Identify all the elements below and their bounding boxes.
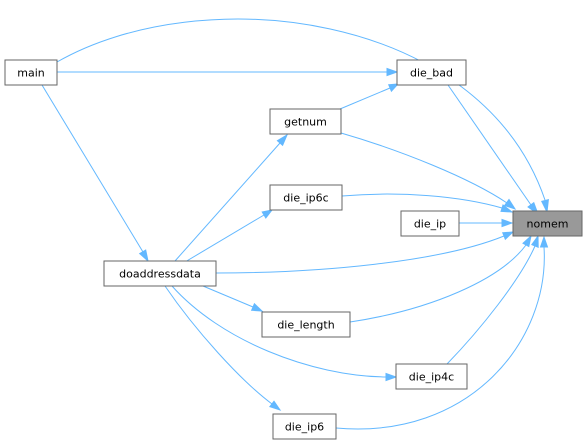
edge-arrow-die_ip4c-nomem	[531, 234, 539, 249]
edge-doaddressdata-nomem	[215, 235, 505, 274]
edge-die_ip6c-nomem	[341, 193, 503, 209]
edge-getnum-die_bad	[339, 87, 391, 110]
node-label-die_bad: die_bad	[410, 67, 453, 80]
edge-arrow-main-nomem	[540, 198, 549, 214]
node-label-main: main	[17, 67, 45, 80]
edge-doaddressdata-die_ip6c	[184, 214, 265, 263]
node-die_ip6c[interactable]: die_ip6c	[269, 184, 343, 211]
edge-arrow-doaddressdata-getnum	[276, 133, 289, 147]
edge-arrow-doaddressdata-die_length	[250, 302, 264, 312]
edge-arrow-doaddressdata-die_ip4c	[385, 372, 398, 382]
edge-die_length-nomem	[349, 244, 527, 323]
node-label-die_ip: die_ip	[414, 218, 446, 231]
node-getnum[interactable]: getnum	[269, 108, 342, 135]
node-label-nomem: nomem	[527, 218, 569, 231]
node-die_length[interactable]: die_length	[261, 311, 351, 338]
edge-arrow-doaddressdata-die_ip6c	[261, 209, 274, 219]
edge-doaddressdata-die_ip6	[164, 285, 273, 405]
node-doaddressdata[interactable]: doaddressdata	[103, 260, 217, 287]
node-die_ip6[interactable]: die_ip6	[272, 413, 337, 440]
edge-arrow-doaddressdata-die_ip6	[268, 400, 282, 411]
node-label-die_ip4c: die_ip4c	[409, 371, 454, 384]
edge-die_ip6-nomem	[335, 246, 545, 430]
edge-arrow-main-doaddressdata	[138, 249, 149, 263]
edge-getnum-nomem	[340, 132, 508, 204]
node-label-die_ip6c: die_ip6c	[283, 192, 328, 205]
node-label-doaddressdata: doaddressdata	[119, 268, 201, 281]
edge-arrow-getnum-die_bad	[387, 83, 400, 93]
edge-arrow-die_ip6c-nomem	[500, 204, 514, 213]
edge-doaddressdata-die_ip4c	[171, 285, 387, 378]
node-label-die_ip6: die_ip6	[285, 421, 324, 434]
edge-arrow-main-die_bad	[386, 67, 399, 77]
node-die_ip[interactable]: die_ip	[400, 210, 460, 237]
edge-main-nomem	[56, 18, 546, 201]
edge-arrow-die_length-nomem	[522, 234, 532, 248]
node-label-getnum: getnum	[284, 116, 327, 129]
node-label-die_length: die_length	[277, 319, 334, 332]
node-die_ip4c[interactable]: die_ip4c	[395, 363, 468, 390]
edge-die_ip4c-nomem	[446, 245, 536, 365]
edges	[41, 18, 549, 430]
edge-arrow-die_ip6-nomem	[539, 235, 549, 248]
edge-main-doaddressdata	[41, 84, 144, 253]
node-main[interactable]: main	[4, 59, 58, 86]
edge-die_bad-nomem	[447, 84, 532, 206]
node-nomem[interactable]: nomem	[512, 210, 583, 237]
edge-doaddressdata-getnum	[174, 142, 281, 262]
node-die_bad[interactable]: die_bad	[396, 59, 467, 86]
nodes: main die_bad getnum die_ip6c die_ip nome…	[4, 59, 583, 440]
edge-arrow-die_ip-nomem	[501, 218, 514, 228]
edge-doaddressdata-die_length	[202, 285, 254, 308]
edge-arrow-doaddressdata-nomem	[501, 231, 515, 241]
edge-arrow-getnum-nomem	[503, 198, 517, 210]
